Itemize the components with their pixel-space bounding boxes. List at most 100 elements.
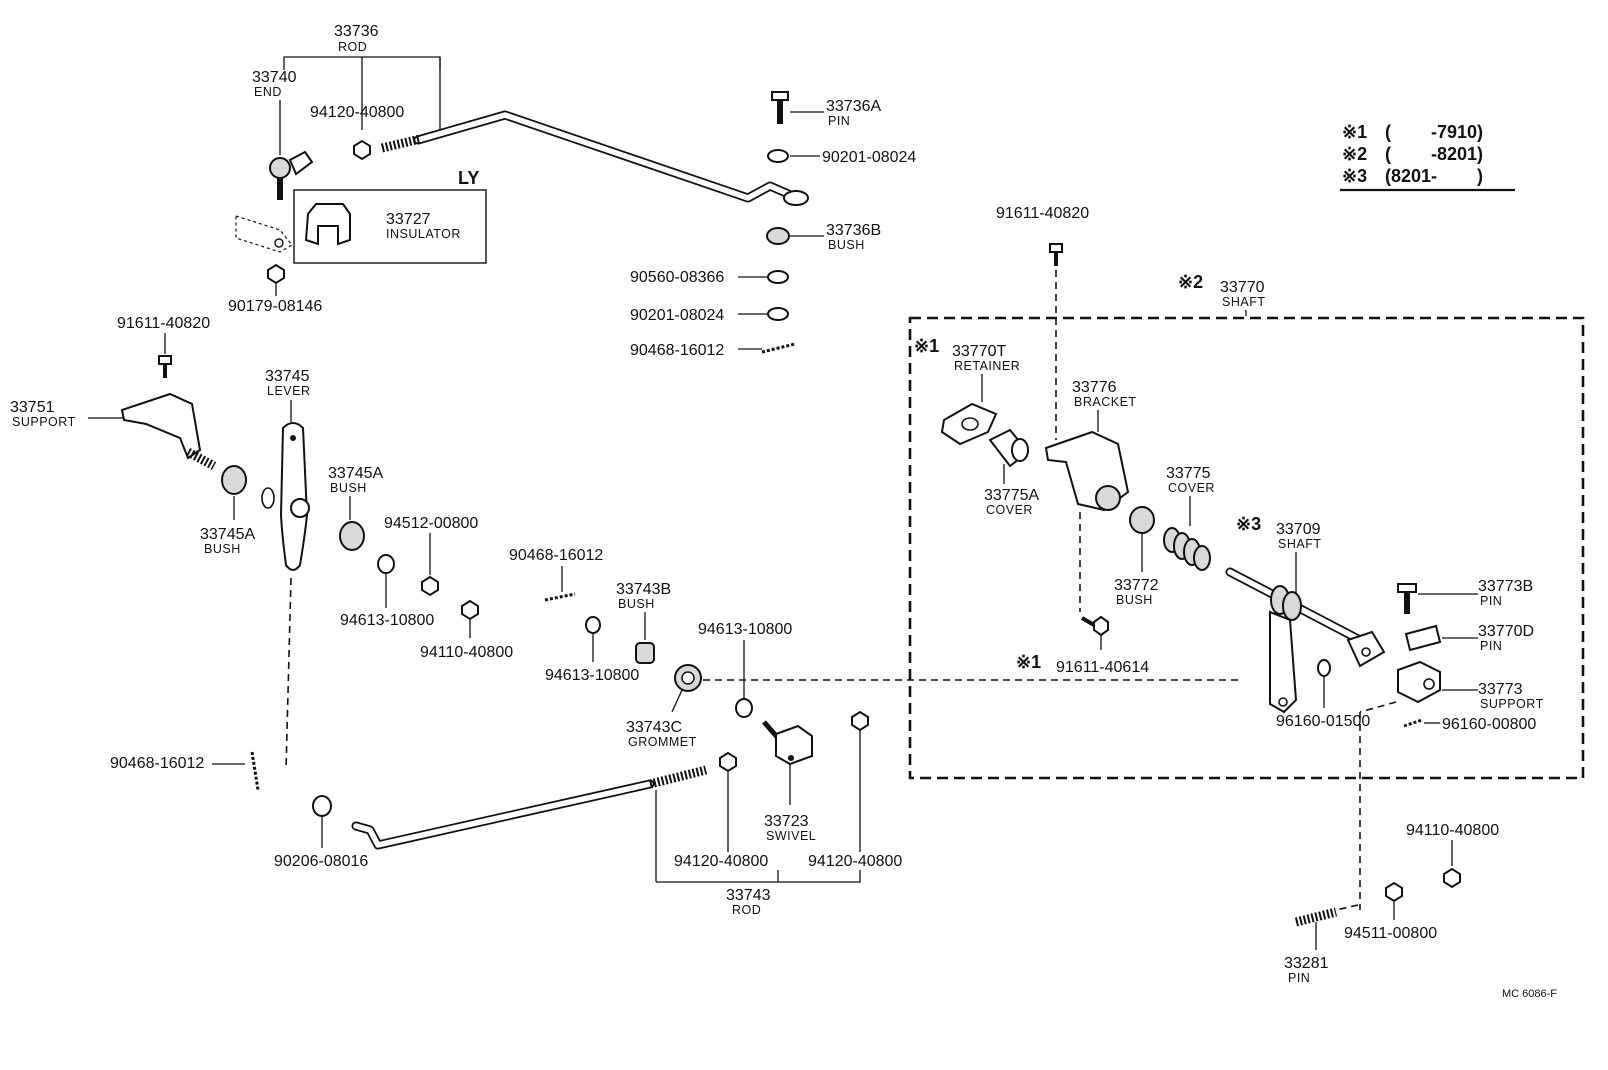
part-number-33751: 33751 [10,399,55,416]
ball-end-33740 [269,157,291,179]
part-number-33736: 33736 [334,23,379,40]
washer-90206 [312,795,332,817]
washer-94511 [1385,881,1403,903]
part-number-33773B: 33773B [1478,578,1533,595]
part-name-retainer: RETAINER [954,359,1020,373]
rod-33743-group: 90468-16012 94613-10800 33743B BUSH 3374… [110,547,1240,917]
part-name-pin-33736A: PIN [828,114,850,128]
part-number-90179: 90179-08146 [228,298,322,315]
part-number-90201-a: 90201-08024 [822,149,916,166]
part-number-90560: 90560-08366 [630,269,724,286]
part-number-94613-b: 94613-10800 [545,667,639,684]
support-33751 [120,392,202,460]
part-number-33775: 33775 [1166,465,1211,482]
part-name-pin-33281: PIN [1288,971,1310,985]
part-number-33740: 33740 [252,69,297,86]
part-name-cover-33775: COVER [1168,481,1215,495]
clip-90468-mid [544,592,576,602]
part-name-end: END [254,85,282,99]
nut-94120-c [851,710,869,732]
legend-mark-2: ※2 [1342,144,1367,164]
part-number-33770D: 33770D [1478,623,1534,640]
washer-94512 [421,575,439,597]
bush-33745A-right [339,521,365,551]
part-number-96160-01500: 96160-01500 [1276,713,1370,730]
legend-mark-3: ※3 [1342,166,1367,186]
washer-90201-a [767,149,789,163]
pin-33736A-head [771,91,789,101]
lever-33745 [279,422,309,571]
part-number-91611-right: 91611-40820 [996,205,1089,222]
nut-90179 [267,263,285,285]
part-number-33743C: 33743C [626,719,682,736]
ball-end-socket [288,150,314,176]
part-number-33745A-right: 33745A [328,465,383,482]
nut-94120-b [719,751,737,773]
pin-33281-group: 94110-40800 94511-00800 33281 PIN [1284,822,1499,985]
shaft-33770-group: 91611-40820 ※2 33770 SHAFT ※1 33770T RET… [908,205,1585,910]
legend-range-1: ( -7910) [1385,122,1483,142]
part-number-33723: 33723 [764,813,809,830]
bush-33745A-left [221,465,247,495]
ly-box [293,189,487,264]
part-name-swivel: SWIVEL [766,829,816,843]
part-number-91611-40614: 91611-40614 [1056,659,1149,676]
part-number-94511: 94511-00800 [1344,925,1437,942]
bolt-91611-40614 [1093,615,1109,637]
retainer-mark: ※1 [914,336,939,356]
part-name-rod-33743: ROD [732,903,761,917]
washer-94613-c [735,698,753,718]
part-number-33773: 33773 [1478,681,1523,698]
bolt-91611-right [1049,243,1063,253]
shaft-arm [1269,610,1298,714]
washer-90201-b [767,307,789,321]
part-number-94120-c: 94120-40800 [808,853,902,870]
part-name-grommet: GROMMET [628,735,697,749]
part-number-33727: 33727 [386,211,431,228]
pin-33773B-head [1397,583,1417,593]
rod-33743-bracket [656,870,861,883]
part-number-33745A-left: 33745A [200,526,255,543]
part-number-33776: 33776 [1072,379,1117,396]
part-number-94110-a: 94110-40800 [420,644,513,661]
part-number-33770T: 33770T [952,343,1006,360]
nut-94120-top [353,139,371,161]
part-number-94120-b: 94120-40800 [674,853,768,870]
part-number-90468-left: 90468-16012 [110,755,204,772]
part-name-insulator: INSULATOR [386,227,461,241]
part-number-33736A: 33736A [826,98,881,115]
part-name-bush-right: BUSH [330,481,367,495]
clip-96160-00800 [1403,718,1423,728]
shaft-dashed-box [908,316,1585,780]
washer-90560 [767,270,789,284]
part-number-90468-mid: 90468-16012 [509,547,603,564]
part-number-94512: 94512-00800 [384,515,478,532]
bush-33743B [635,642,655,664]
nut-94110-b [1443,867,1461,889]
plate-outline [235,215,293,253]
bush-33736B [766,227,790,245]
legend-mark-1: ※1 [1342,122,1367,142]
legend-range-3: (8201- ) [1385,166,1483,186]
pin-33770D [1404,624,1442,652]
bolt-mark: ※1 [1016,652,1041,672]
shaft-group-name: SHAFT [1222,295,1265,309]
rod-33736-group: 33736 ROD 94120-40800 33740 END 90179-08… [228,23,809,315]
legend: ※1 ( -7910) ※2 ( -8201) ※3 (8201- ) [1340,122,1515,192]
swivel-33723 [775,724,813,766]
part-number-33772: 33772 [1114,577,1159,594]
clip-90468-top [761,342,796,354]
part-number-33743B: 33743B [616,581,671,598]
shaft-group-number: 33770 [1220,279,1265,296]
clip-90468-left [250,751,260,791]
rod-33736-thread [380,134,422,153]
lever-dash-line [285,577,292,771]
washer-94613-b [585,616,601,634]
part-number-33743: 33743 [726,887,771,904]
rod-33743-thread [648,765,708,789]
bolt-91611-left [158,355,172,365]
part-name-bracket: BRACKET [1074,395,1137,409]
support-33773 [1397,660,1441,704]
part-number-94120-top: 94120-40800 [310,104,404,121]
